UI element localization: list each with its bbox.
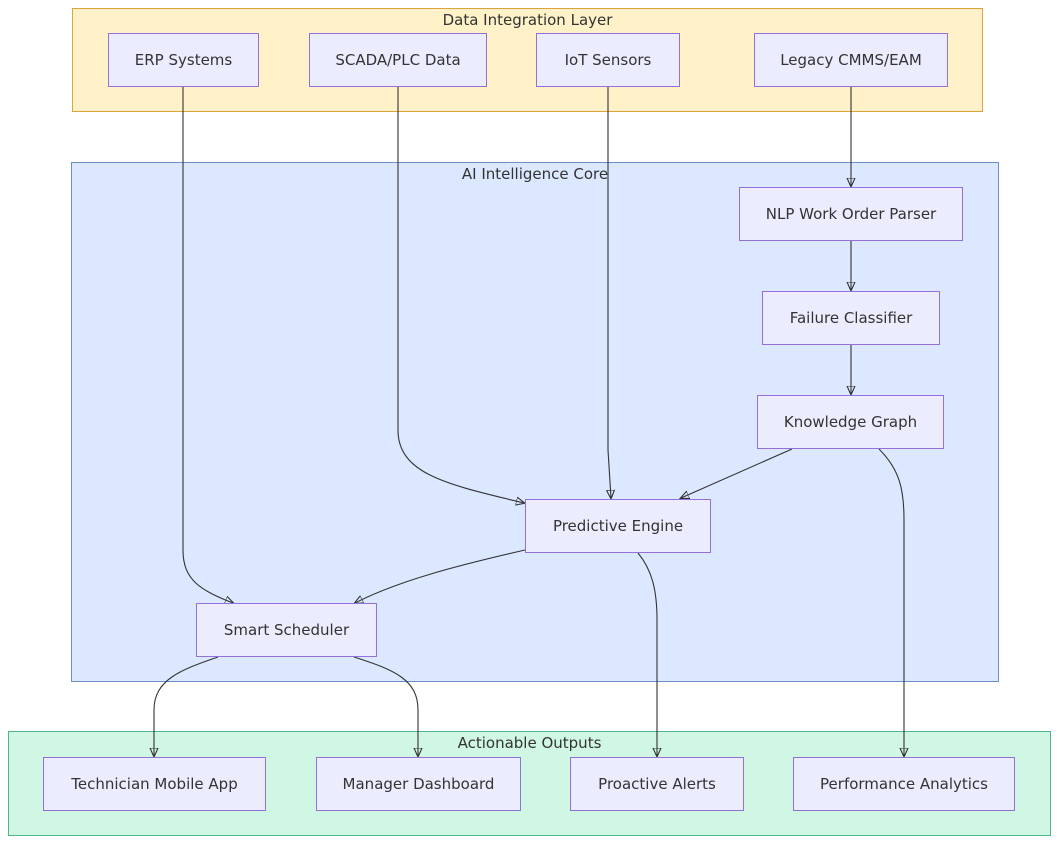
edge-knowledge-to-predictive <box>681 448 793 498</box>
node-failure-classifier: Failure Classifier <box>762 291 940 345</box>
node-proactive-alerts: Proactive Alerts <box>570 757 744 811</box>
node-manager-dashboard: Manager Dashboard <box>316 757 521 811</box>
edge-iot-to-predictive <box>608 87 611 498</box>
edge-predictive-to-alerts <box>637 552 657 756</box>
cluster-title: AI Intelligence Core <box>461 165 609 183</box>
node-predictive-engine: Predictive Engine <box>525 499 711 553</box>
cluster-title: Actionable Outputs <box>457 734 602 752</box>
edge-scheduler-to-mobile <box>154 656 219 756</box>
edge-erp-to-scheduler <box>182 87 233 603</box>
node-nlp-work-order-parser: NLP Work Order Parser <box>739 187 963 241</box>
node-knowledge-graph: Knowledge Graph <box>757 395 944 449</box>
cluster-title: Data Integration Layer <box>442 11 613 29</box>
edge-scheduler-to-dashboard <box>353 656 418 756</box>
node-scada-plc-data: SCADA/PLC Data <box>309 33 487 87</box>
edge-scada-to-predictive <box>397 87 524 503</box>
node-erp-systems: ERP Systems <box>108 33 259 87</box>
node-legacy-cmms-eam: Legacy CMMS/EAM <box>754 33 948 87</box>
node-smart-scheduler: Smart Scheduler <box>196 603 377 657</box>
edge-predictive-to-scheduler <box>355 549 526 603</box>
node-technician-mobile-app: Technician Mobile App <box>43 757 266 811</box>
edge-knowledge-to-analytics <box>878 448 904 756</box>
node-performance-analytics: Performance Analytics <box>793 757 1015 811</box>
node-iot-sensors: IoT Sensors <box>536 33 680 87</box>
